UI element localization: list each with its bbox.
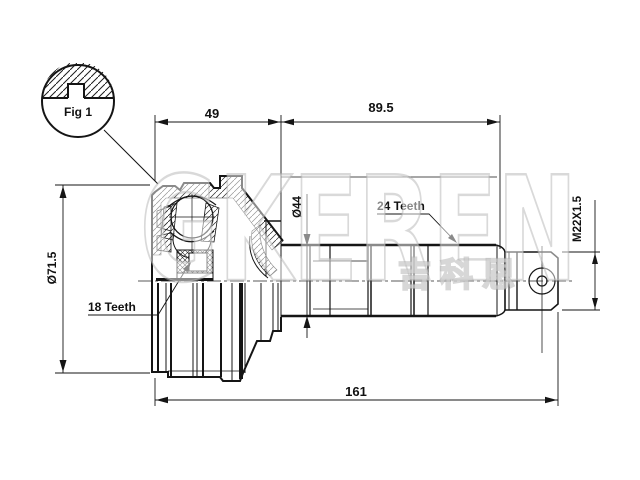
fig1-notch — [67, 83, 85, 98]
ball-and-races — [156, 194, 220, 263]
dimensions — [55, 115, 600, 406]
bell-outline-top — [151, 175, 284, 282]
fig1-leader — [103, 129, 159, 185]
inner-spline-bore — [156, 249, 214, 281]
label-24-teeth: 24 Teeth — [377, 199, 425, 213]
bell-mouth — [249, 220, 281, 331]
dimension-texts: 49 89.5 161 Ø71.5 Ø44 M22X1.5 18 Teeth 2… — [45, 100, 584, 399]
bell-housing-section — [151, 175, 284, 382]
fig1-detail: Fig 1 — [41, 63, 159, 185]
cotter-pin-hole — [536, 275, 548, 287]
shaft — [280, 243, 506, 318]
dim-text-dia-44: Ø44 — [292, 196, 304, 218]
dim-text-49: 49 — [205, 106, 219, 121]
cage-right — [200, 202, 220, 243]
clamp-block-lower — [156, 232, 172, 253]
dimension-arrows — [59, 118, 598, 404]
dim-text-dia-71-5: Ø71.5 — [45, 251, 59, 284]
bell-groove-lines — [157, 283, 274, 380]
leader-24-teeth — [377, 213, 455, 241]
funnel-band — [251, 224, 278, 277]
cotter-pin-hole-boss — [528, 267, 556, 295]
clamp-block-upper — [156, 205, 172, 232]
fig1-circle — [41, 64, 115, 138]
dim-text-thread-m22: M22X1.5 — [572, 195, 584, 242]
fig1-label: Fig 1 — [64, 105, 92, 119]
threaded-stub — [504, 251, 559, 311]
dim-text-161: 161 — [345, 384, 367, 399]
dim-text-89-5: 89.5 — [368, 100, 393, 115]
leader-18-teeth — [88, 265, 189, 316]
label-18-teeth: 18 Teeth — [88, 300, 136, 314]
